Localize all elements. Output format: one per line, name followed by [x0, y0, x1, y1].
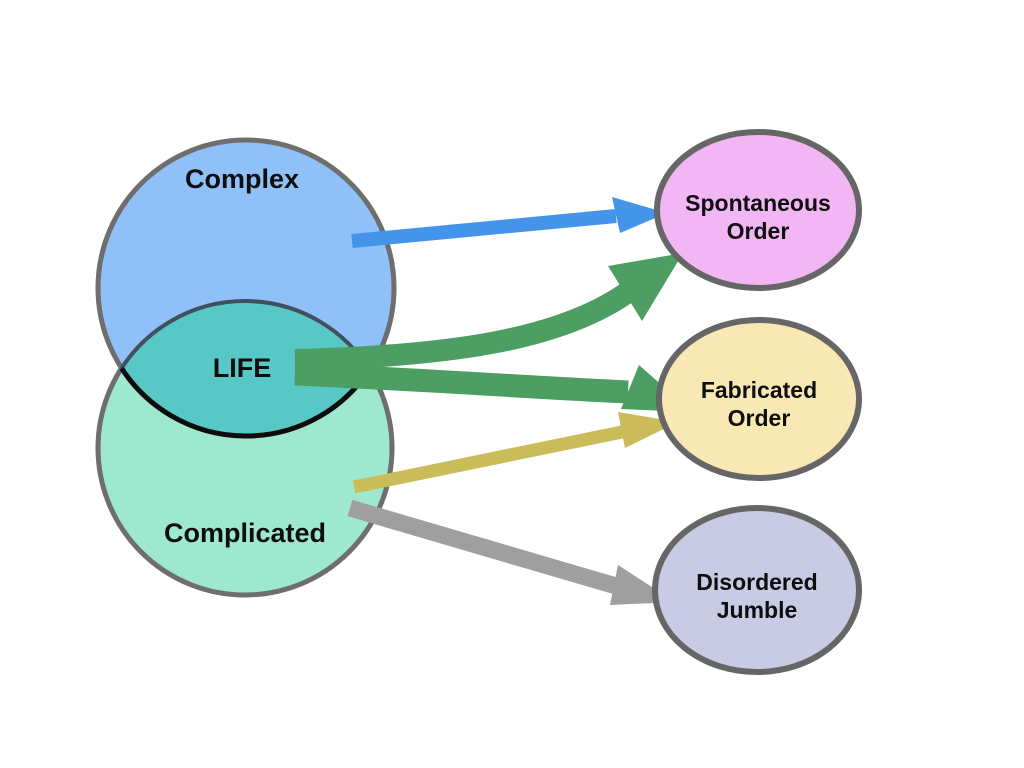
- arrow-shaft: [352, 425, 624, 494]
- disordered-jumble-ellipse: [652, 505, 862, 675]
- fabricated-order-label-line2: Order: [728, 405, 791, 431]
- arrow-complicated-to-fabricated: [352, 412, 678, 494]
- intersection-lower-edge: [119, 366, 372, 439]
- intersection-upper-edge: [119, 299, 372, 371]
- node-spontaneous-order: Spontaneous Order: [654, 129, 862, 291]
- arrow-shaft: [347, 499, 619, 595]
- disordered-jumble-label-line2: Jumble: [717, 597, 798, 623]
- node-fabricated-order: Fabricated Order: [656, 317, 862, 481]
- arrow-head: [612, 197, 667, 233]
- node-disordered-jumble: Disordered Jumble: [652, 505, 862, 675]
- complicated-label: Complicated: [164, 518, 326, 548]
- arrow-shaft: [351, 209, 617, 248]
- fabricated-order-ellipse: [656, 317, 862, 481]
- arrow-life-to-spontaneous: [294, 253, 683, 371]
- arrow-complex-to-spontaneous: [351, 197, 667, 248]
- complex-label: Complex: [185, 164, 299, 194]
- spontaneous-order-label-line1: Spontaneous: [685, 190, 831, 216]
- disordered-jumble-label-line1: Disordered: [696, 569, 817, 595]
- spontaneous-order-ellipse: [654, 129, 862, 291]
- arrow-shaft: [294, 282, 635, 371]
- fabricated-order-label-line1: Fabricated: [701, 377, 817, 403]
- life-intersection-lens: [121, 301, 370, 437]
- arrow-shaft: [294, 362, 629, 404]
- arrow-complicated-to-disordered: [347, 499, 675, 605]
- spontaneous-order-label-line2: Order: [727, 218, 790, 244]
- life-label: LIFE: [213, 353, 272, 383]
- arrow-head: [608, 253, 683, 321]
